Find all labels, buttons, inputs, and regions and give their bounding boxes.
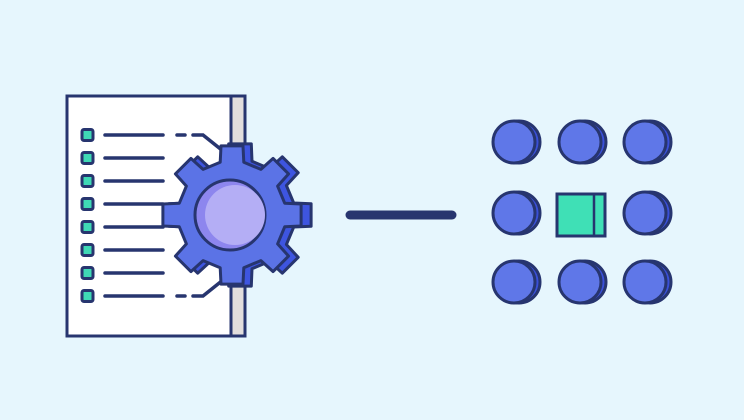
node: [557, 119, 603, 165]
bullet-icon: [80, 174, 95, 188]
node: [622, 119, 668, 165]
node: [491, 190, 537, 236]
bullet-icon: [80, 197, 95, 211]
node-grid: [491, 119, 673, 305]
bullet-icon: [80, 243, 95, 257]
bullet-icon: [80, 151, 95, 165]
highlighted-node: [555, 192, 607, 238]
gear-hub-highlight: [205, 185, 265, 245]
bullet-icon: [80, 289, 95, 303]
node: [622, 259, 668, 305]
bullet-icon: [80, 266, 95, 280]
node: [622, 190, 668, 236]
gear-icon: [161, 142, 313, 288]
bullet-icon: [80, 128, 95, 142]
node: [491, 259, 537, 305]
node: [491, 119, 537, 165]
node: [557, 259, 603, 305]
bullet-icon: [80, 220, 95, 234]
